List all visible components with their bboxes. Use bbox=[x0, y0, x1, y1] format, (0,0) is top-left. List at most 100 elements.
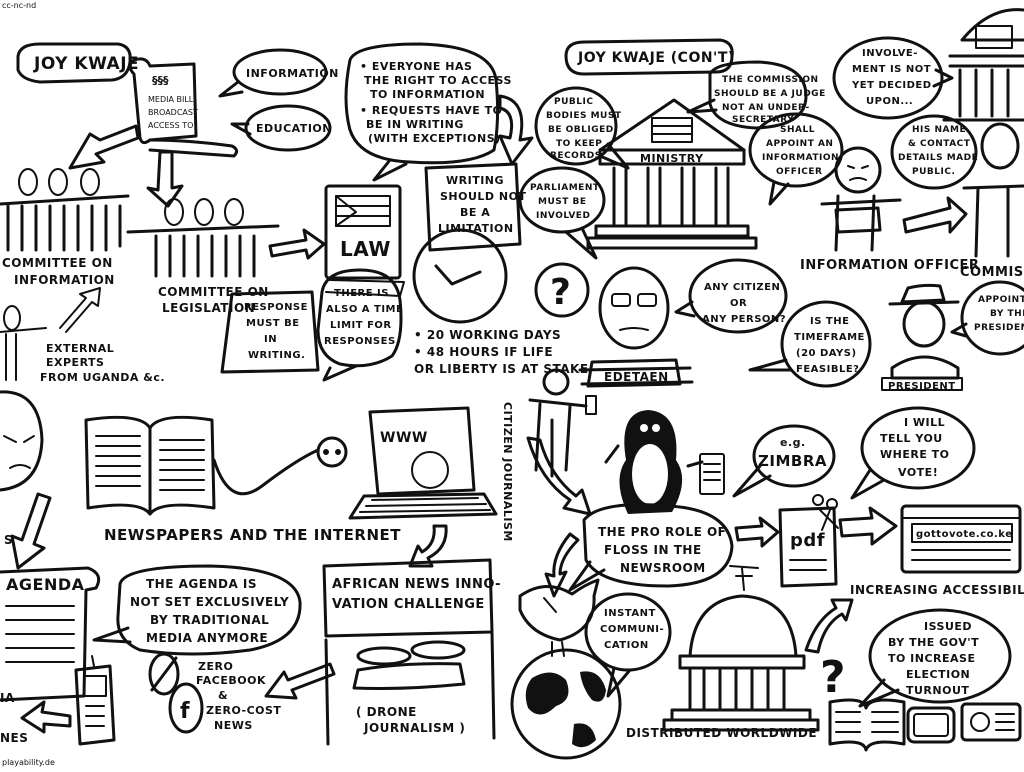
working-days-line-1: • 20 WORKING DAYS bbox=[414, 328, 561, 342]
scissors-icon bbox=[812, 494, 839, 531]
public-bodies-line-4: TO KEEP bbox=[556, 139, 602, 149]
scroll-line-4: ACCESS TO bbox=[148, 121, 193, 130]
increasing-accessibility-label: INCREASING ACCESSIBILITY bbox=[850, 583, 1024, 597]
joy-kwaje-cont-title: JOY KWAJE (CON'T) bbox=[577, 50, 735, 66]
working-days-line-2: • 48 HOURS IF LIFE bbox=[414, 345, 553, 359]
response-line-2: MUST BE bbox=[246, 318, 300, 329]
involvement-line-2: MENT IS NOT bbox=[852, 64, 931, 75]
timeframe-line-1: IS THE bbox=[810, 316, 849, 327]
commission-figure bbox=[902, 122, 1024, 258]
zero-facebook-line-4: ZERO-COST bbox=[206, 704, 281, 717]
african-news-banner: AFRICAN NEWS INNO- VATION CHALLENGE bbox=[322, 558, 501, 746]
newspaper-small-icon bbox=[828, 698, 906, 752]
partial-left-2: NES bbox=[0, 731, 28, 745]
public-bodies-line-2: BODIES MUST bbox=[546, 111, 622, 121]
agenda-scroll: AGENDA bbox=[0, 566, 101, 702]
arrow-to-website bbox=[838, 506, 898, 546]
issued-line-3: TO INCREASE bbox=[888, 652, 976, 665]
scroll-line-1: §§§ bbox=[152, 74, 169, 87]
zero-facebook-text: ZERO FACEBOOK & ZERO-COST NEWS bbox=[196, 660, 281, 732]
commission-line-2: SHOULD BE A JUDGE bbox=[714, 89, 826, 99]
edetaen-label: EDETAEN bbox=[604, 370, 669, 384]
involvement-line-3: YET DECIDED bbox=[851, 80, 932, 91]
plug-icon bbox=[316, 436, 348, 468]
writing-line-3: BE A bbox=[460, 206, 490, 219]
facebook-icon: f bbox=[168, 682, 204, 734]
president-figure: PRESIDENT bbox=[881, 283, 963, 392]
capitol-building-top bbox=[942, 8, 1024, 122]
commission-line-1: THE COMMISSION bbox=[722, 75, 819, 85]
tv-icon bbox=[906, 706, 956, 744]
www-label: WWW bbox=[380, 430, 428, 446]
law-label: LAW bbox=[340, 237, 391, 261]
bubble-zimbra: e.g. ZIMBRA bbox=[732, 424, 836, 498]
any-citizen-line-1: ANY CITIZEN bbox=[704, 282, 780, 293]
public-bodies-line-3: BE OBLIGED bbox=[548, 125, 614, 135]
rights-line-1: • EVERYONE HAS bbox=[360, 60, 472, 73]
information-officer-figure bbox=[820, 146, 902, 252]
floss-line-1: THE PRO ROLE OF bbox=[598, 525, 726, 539]
committee-legislation-line1: COMMITTEE ON bbox=[158, 285, 269, 299]
arrow-to-information-committee bbox=[68, 124, 140, 170]
bubble-tell-vote: I WILL TELL YOU WHERE TO VOTE! bbox=[850, 406, 976, 500]
credit-label: playability.de bbox=[2, 758, 55, 767]
timelimit-line-4: RESPONSES. bbox=[324, 336, 400, 347]
arrow-up-from-capitol bbox=[804, 598, 854, 654]
timeframe-line-3: (20 DAYS) bbox=[796, 348, 857, 359]
external-experts-line3: FROM UGANDA &c. bbox=[40, 371, 165, 384]
education-label: EDUCATION bbox=[256, 122, 332, 135]
rights-line-6: (WITH EXCEPTIONS) bbox=[368, 132, 501, 145]
pdf-label: pdf bbox=[790, 530, 825, 551]
timeframe-line-4: FEASIBLE? bbox=[796, 364, 859, 375]
writing-line-1: WRITING bbox=[446, 174, 504, 187]
law-book: LAW bbox=[324, 184, 405, 297]
timelimit-line-2: ALSO A TIME bbox=[326, 304, 403, 315]
committee-information-line2: INFORMATION bbox=[14, 273, 115, 287]
zimbra-line-2: ZIMBRA bbox=[758, 452, 827, 470]
external-experts-line1: EXTERNAL bbox=[46, 342, 114, 355]
rights-line-2: THE RIGHT TO ACCESS bbox=[364, 74, 512, 87]
bubble-appoint-officer: SHALL APPOINT AN INFORMATION OFFICER bbox=[748, 112, 844, 206]
arrow-curved-down bbox=[498, 94, 534, 166]
bubble-public-bodies: PUBLIC BODIES MUST BE OBLIGED TO KEEP RE… bbox=[534, 86, 630, 170]
arrow-to-legislation-committee bbox=[146, 150, 184, 208]
vote-line-3: WHERE TO bbox=[880, 448, 950, 461]
arrow-to-agenda bbox=[10, 492, 52, 570]
citizen-journalism-label: CITIZEN JOURNALISM bbox=[501, 402, 514, 542]
partial-s: S bbox=[4, 533, 13, 547]
external-experts-line2: EXPERTS bbox=[46, 356, 104, 369]
bubble-timeframe: IS THE TIMEFRAME (20 DAYS) FEASIBLE? bbox=[748, 300, 872, 388]
arrow-curved-to-floss bbox=[526, 436, 592, 516]
writing-line-4: LIMITATION bbox=[438, 222, 514, 235]
bubble-parliament: PARLIAMENT MUST BE INVOLVED bbox=[518, 166, 606, 260]
website-browser: gottovote.co.ke bbox=[900, 504, 1022, 574]
response-line-3: IN bbox=[264, 334, 277, 345]
issued-line-1: ISSUED bbox=[924, 620, 972, 633]
bubble-issued: ISSUED BY THE GOV'T TO INCREASE ELECTION… bbox=[858, 608, 1012, 708]
appoint-line-3: INFORMATION bbox=[762, 153, 839, 163]
writing-line-2: SHOULD NOT bbox=[440, 190, 526, 203]
joy-kwaje-title-bubble: JOY KWAJE bbox=[16, 42, 139, 84]
ministry-building: MINISTRY bbox=[586, 98, 758, 250]
arrow-to-pdf bbox=[734, 516, 780, 548]
public-bodies-line-5: RECORDS bbox=[550, 151, 602, 161]
zero-facebook-line-2: FACEBOOK bbox=[196, 674, 266, 687]
vote-line-2: TELL YOU bbox=[880, 432, 943, 445]
ministry-label: MINISTRY bbox=[640, 152, 704, 165]
issued-line-2: BY THE GOV'T bbox=[888, 636, 979, 649]
drone-journalism-text: ( DRONE JOURNALISM ) bbox=[356, 705, 465, 735]
partial-left-1: IA bbox=[0, 691, 15, 705]
instant-line-3: CATION bbox=[604, 640, 649, 651]
question-mark-circle: ? bbox=[534, 262, 590, 318]
working-days-line-3: OR LIBERTY IS AT STAKE bbox=[414, 362, 589, 376]
joy-kwaje-cont-title-bubble: JOY KWAJE (CON'T) bbox=[564, 38, 735, 76]
parliament-line-1: PARLIAMENT bbox=[530, 183, 600, 193]
vote-line-4: VOTE! bbox=[898, 466, 938, 479]
agenda-label: AGENDA bbox=[6, 575, 85, 594]
timelimit-line-3: LIMIT FOR bbox=[330, 320, 392, 331]
parliament-line-2: MUST BE bbox=[538, 197, 587, 207]
clock-icon bbox=[412, 228, 508, 324]
bubble-information: INFORMATION bbox=[218, 48, 338, 98]
bubble-any-citizen: ANY CITIZEN OR ANY PERSON? bbox=[674, 258, 788, 334]
